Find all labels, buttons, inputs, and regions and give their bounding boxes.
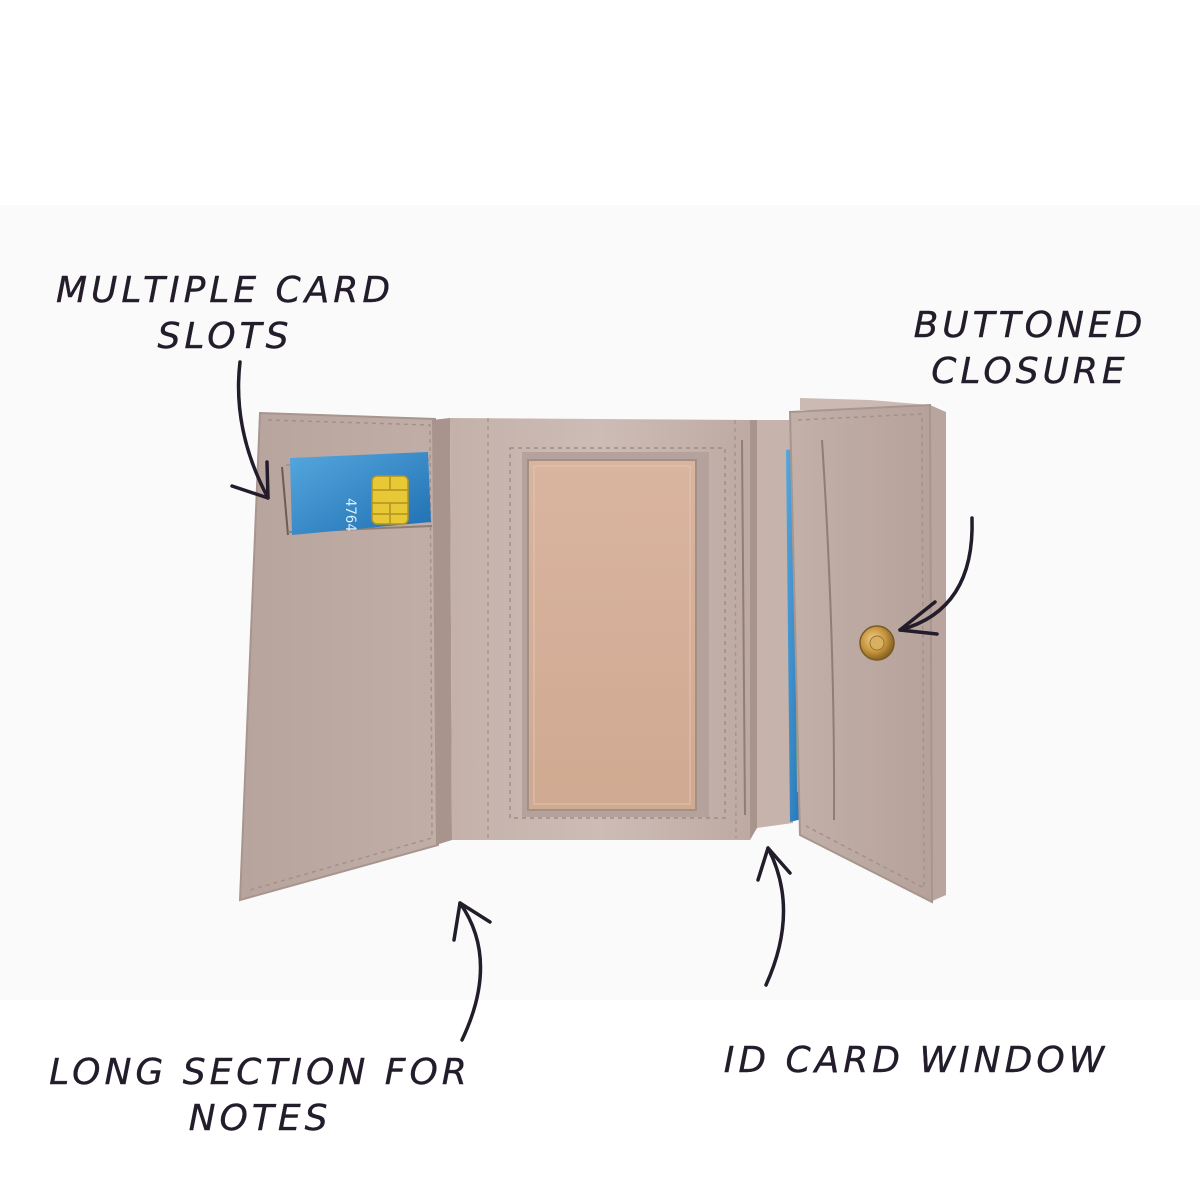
id-card-window: [522, 452, 709, 817]
button-closure: [859, 625, 895, 661]
annotation-text: NOTES: [188, 1098, 332, 1139]
annotation-text: SLOTS: [157, 316, 293, 357]
arrow-icon: [452, 901, 492, 1042]
arrow-icon: [756, 846, 792, 987]
arrow-icon: [230, 360, 270, 500]
fold-left: [432, 418, 452, 845]
annotation-notes: LONG SECTION FOR NOTES: [40, 1050, 480, 1142]
annotation-id-window: ID CARD WINDOW: [716, 1038, 1116, 1084]
credit-card-left: 4764: [290, 452, 431, 535]
fold-right: [750, 420, 757, 840]
annotation-text: MULTIPLE CARD: [55, 270, 395, 311]
svg-text:4764: 4764: [342, 498, 358, 532]
annotation-card-slots: MULTIPLE CARD SLOTS: [40, 268, 410, 360]
annotation-text: ID CARD WINDOW: [723, 1040, 1109, 1081]
annotation-text: CLOSURE: [931, 351, 1129, 392]
annotation-closure: BUTTONED CLOSURE: [900, 303, 1160, 395]
arrow-icon: [898, 516, 974, 636]
right-flap: [788, 403, 934, 904]
annotation-text: BUTTONED: [913, 305, 1147, 346]
annotation-text: LONG SECTION FOR: [49, 1052, 471, 1093]
